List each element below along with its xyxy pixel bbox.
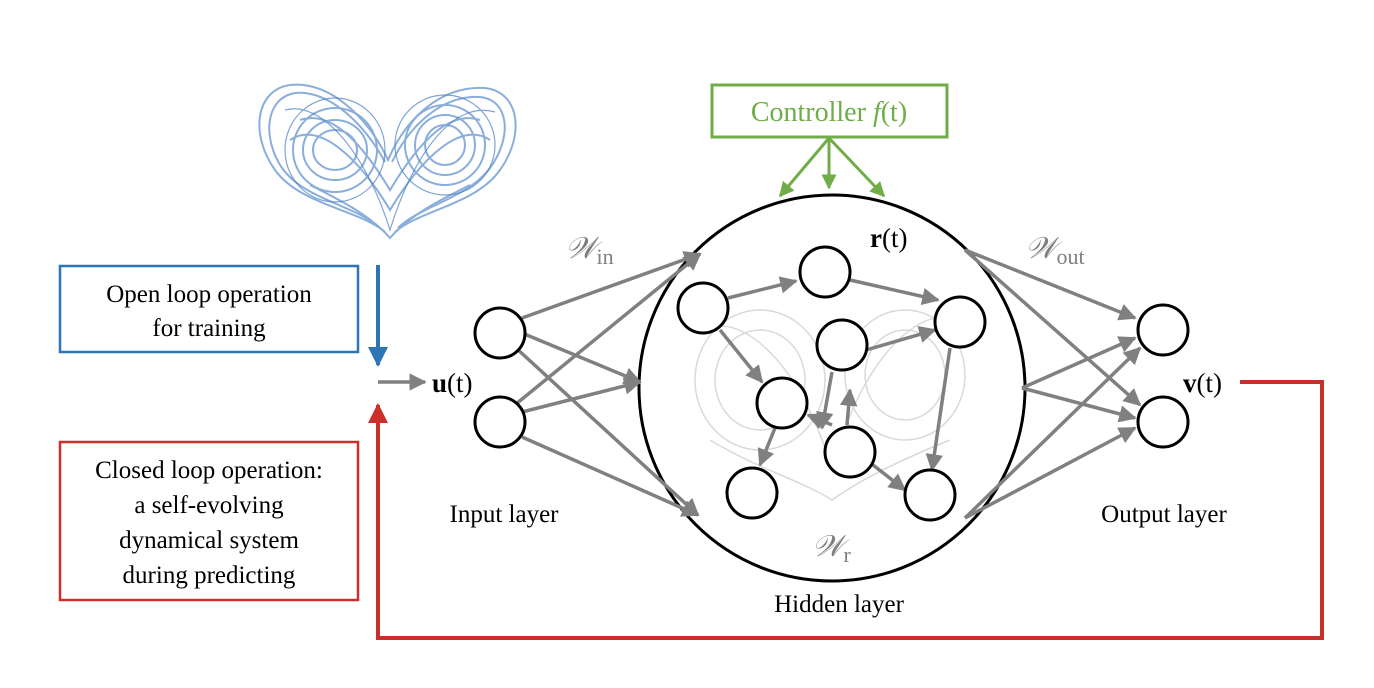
- output-layer-label: Output layer: [1101, 501, 1227, 528]
- open-loop-line2: for training: [152, 315, 266, 342]
- output-weights-edges: [963, 248, 1142, 520]
- input-layer-label: Input layer: [450, 501, 560, 528]
- open-loop-line1: Open loop operation: [106, 281, 312, 308]
- hidden-layer-label: Hidden layer: [774, 591, 904, 618]
- output-vector-label: v(t): [1183, 368, 1222, 398]
- reservoir-internal-edges: [718, 276, 952, 492]
- input-vector-label: u(t): [432, 368, 473, 398]
- reservoir-node-3: [933, 295, 987, 349]
- reservoir-node-6: [823, 425, 877, 479]
- output-node-2: [1136, 395, 1190, 449]
- input-weight-label: 𝒲in: [565, 232, 614, 269]
- lorenz-attractor-icon: [258, 83, 517, 240]
- reservoir-node-1: [676, 281, 730, 335]
- controller-box: Controller f(t): [710, 83, 949, 139]
- input-node-1: [473, 306, 527, 360]
- closed-loop-line2: a self-evolving: [134, 492, 284, 519]
- closed-loop-box: Closed loop operation: a self-evolving d…: [58, 440, 360, 602]
- reservoir-node-2: [798, 245, 852, 299]
- output-weight-label: 𝒲out: [1025, 232, 1085, 269]
- reservoir-node-4: [815, 318, 869, 372]
- reservoir-node-7: [725, 466, 779, 520]
- output-node-1: [1136, 303, 1190, 357]
- reservoir-node-8: [903, 468, 957, 522]
- input-node-2: [473, 395, 527, 449]
- closed-loop-line3: dynamical system: [119, 527, 299, 554]
- reservoir-node-5: [755, 376, 809, 430]
- controller-label: Controller f(t): [751, 97, 907, 128]
- closed-loop-line4: during predicting: [123, 562, 296, 589]
- hidden-vector-label: r(t): [870, 223, 907, 253]
- controller-arrows: [778, 136, 886, 198]
- closed-loop-feedback-arrow: [368, 380, 1324, 640]
- input-weights-edges: [514, 251, 702, 517]
- closed-loop-line1: Closed loop operation:: [95, 457, 323, 484]
- open-loop-box: Open loop operation for training: [58, 264, 360, 354]
